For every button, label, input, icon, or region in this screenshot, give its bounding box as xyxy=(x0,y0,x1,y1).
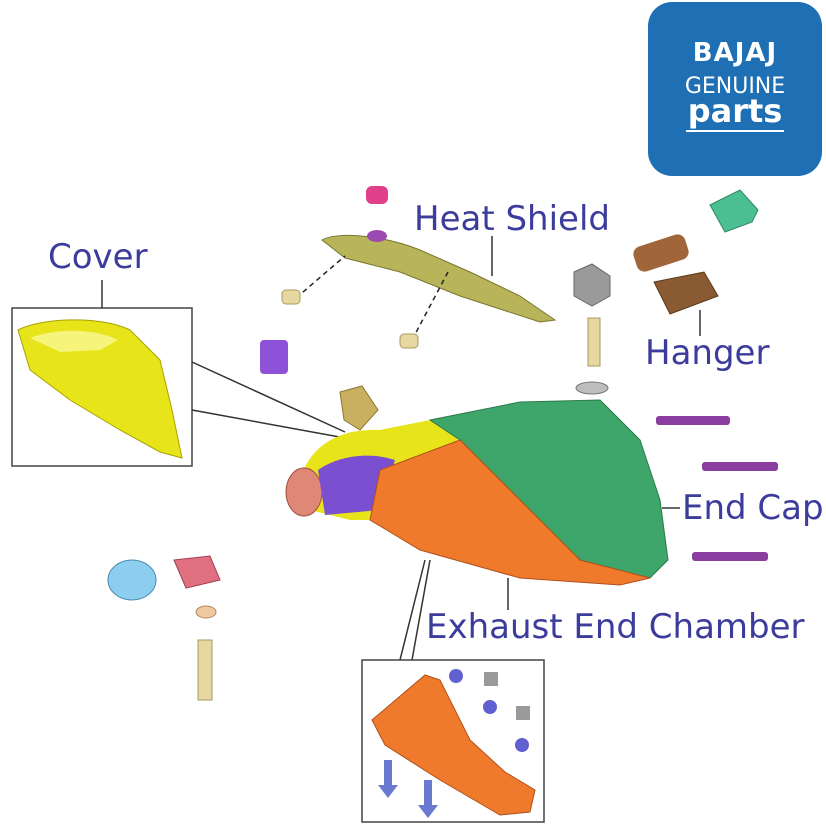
inset-arrow-1 xyxy=(378,760,398,798)
hanger-nut xyxy=(573,263,611,307)
heat-shield-dash-1 xyxy=(295,255,346,299)
label-hanger: Hanger xyxy=(645,333,770,373)
inlet-pipe-pink xyxy=(285,467,323,517)
cover-highlight xyxy=(30,330,118,352)
heat-shield-grommet-2 xyxy=(367,230,387,242)
clamp-washer xyxy=(195,605,217,619)
heat-shield-screw-1 xyxy=(281,289,301,305)
heat-shield-part xyxy=(321,234,557,323)
chamber-part xyxy=(369,439,651,586)
clamp-sleeve xyxy=(107,559,157,601)
inset-screw-2 xyxy=(483,700,497,714)
hanger-top-bush xyxy=(709,189,759,233)
label-cover: Cover xyxy=(48,237,148,277)
hanger-washer xyxy=(575,381,609,395)
chamber-inset-leader-1 xyxy=(411,559,431,661)
inset-screw-1 xyxy=(449,669,463,683)
logo-line1: GENUINE xyxy=(684,74,786,99)
inset-clip-1 xyxy=(484,672,498,686)
logo-brand: BAJAJ xyxy=(692,38,778,68)
purple-bush xyxy=(260,340,288,374)
cover-leader-line-2 xyxy=(191,409,346,439)
inset-arrow-2 xyxy=(418,780,438,818)
hanger-bush xyxy=(653,271,719,315)
bajaj-genuine-parts-logo: BAJAJ GENUINE parts xyxy=(648,2,822,176)
end-cap-bolt-1 xyxy=(656,416,730,425)
chamber-inset-part xyxy=(371,674,536,816)
inset-clip-2 xyxy=(516,706,530,720)
logo-underline xyxy=(686,130,784,132)
heat-shield-grommet xyxy=(366,186,388,204)
hanger-sleeve xyxy=(633,234,689,272)
cover-leader-line-1 xyxy=(191,361,346,433)
logo-line2: parts xyxy=(687,92,783,130)
heat-shield-dash-2 xyxy=(411,271,449,341)
end-cap-bolt-2 xyxy=(702,462,778,471)
mount-bracket xyxy=(339,385,379,431)
cover-part xyxy=(17,319,183,459)
label-exhaust-end-chamber: Exhaust End Chamber xyxy=(426,607,805,647)
label-heat-shield: Heat Shield xyxy=(414,199,610,239)
heat-shield-screw-2 xyxy=(399,333,419,349)
hanger-bolt xyxy=(587,317,601,367)
label-end-cap: End Cap xyxy=(682,488,824,528)
end-cap-bolt-3 xyxy=(692,552,768,561)
clamp-ring xyxy=(173,555,221,589)
inset-screw-3 xyxy=(515,738,529,752)
clamp-bolt xyxy=(197,639,213,701)
chamber-inset-leader-2 xyxy=(399,559,426,661)
